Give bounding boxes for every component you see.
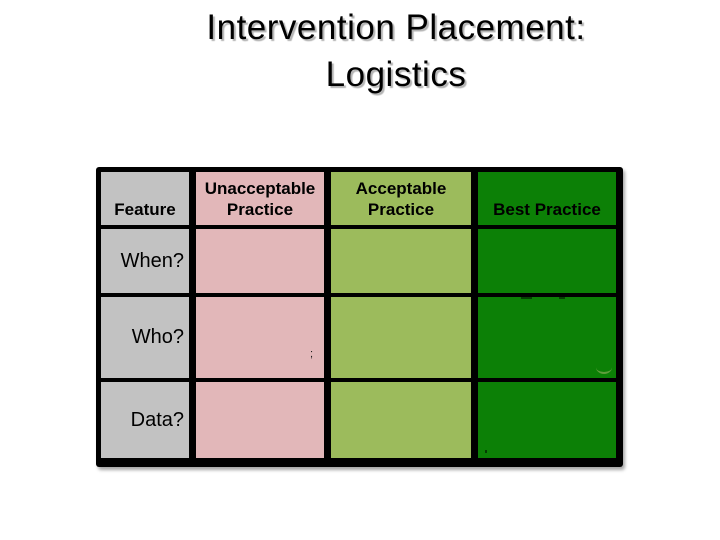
stray-dot-mark <box>485 450 487 453</box>
cell-data-acceptable <box>331 382 471 458</box>
header-cell-unacceptable: Unacceptable Practice <box>196 172 324 225</box>
cell-data-best <box>478 382 616 458</box>
stray-curve-mark <box>596 366 612 374</box>
cell-data-unacceptable <box>196 382 324 458</box>
row-label-when: When? <box>101 229 189 293</box>
header-cell-acceptable: Acceptable Practice <box>331 172 471 225</box>
header-label-best: Best Practice <box>493 199 601 219</box>
row-label-who-text: Who? <box>131 326 184 348</box>
header-label-unacceptable: Unacceptable Practice <box>204 179 316 219</box>
stray-dash-mark <box>559 297 565 299</box>
header-label-acceptable: Acceptable Practice <box>355 179 447 219</box>
cell-who-best <box>478 297 616 378</box>
page-title-line2: Logistics <box>325 55 467 94</box>
stray-dash-mark <box>521 297 532 299</box>
cell-who-unacceptable <box>196 297 324 378</box>
stray-semicolon-mark: ; <box>310 348 314 360</box>
cell-when-unacceptable <box>196 229 324 293</box>
row-label-data: Data? <box>101 382 189 458</box>
header-cell-best: Best Practice <box>478 172 616 225</box>
page-title: Intervention Placement: Logistics <box>76 4 716 98</box>
row-label-when-text: When? <box>120 249 184 272</box>
cell-when-acceptable <box>331 229 471 293</box>
cell-who-acceptable <box>331 297 471 378</box>
row-label-who: Who? <box>101 297 189 378</box>
practice-table: Feature Unacceptable Practice Acceptable… <box>96 167 623 467</box>
row-label-data-text: Data? <box>130 408 184 431</box>
header-cell-feature: Feature <box>101 172 189 225</box>
page-title-line1: Intervention Placement: <box>206 8 586 47</box>
cell-when-best <box>478 229 616 293</box>
header-label-feature: Feature <box>114 199 176 219</box>
